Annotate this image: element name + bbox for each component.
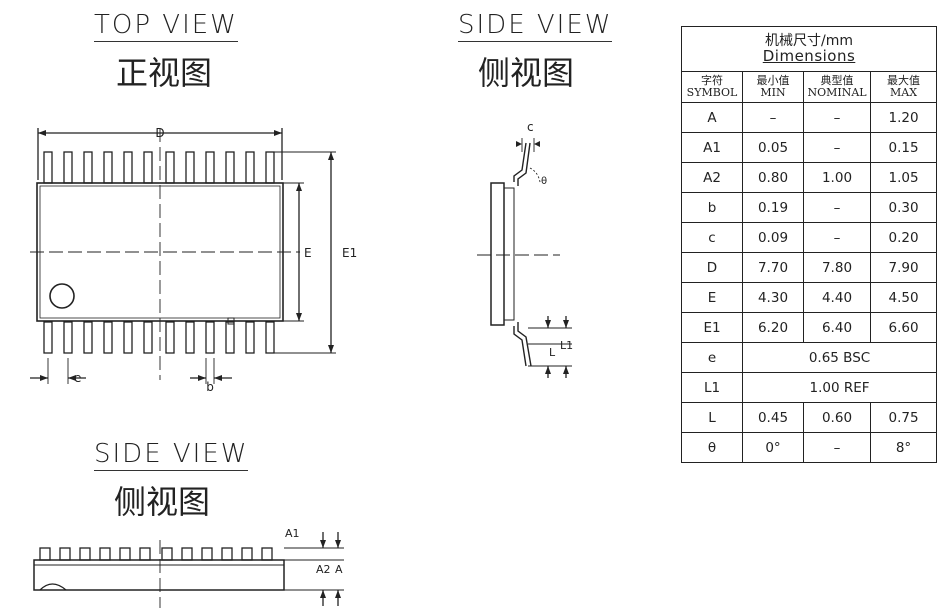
cell-symbol: E1 xyxy=(681,312,743,343)
cell-symbol: L xyxy=(681,402,743,433)
cell-symbol: b xyxy=(681,192,743,223)
cell-min: 0.45 xyxy=(742,402,804,433)
top-view-title-cn: 正视图 xyxy=(116,54,213,92)
cell-symbol: L1 xyxy=(681,372,743,403)
dim-label-A2: A2 xyxy=(316,563,331,576)
cell-symbol: A2 xyxy=(681,162,743,193)
bottom-pins xyxy=(43,317,275,354)
dim-label-A: A xyxy=(335,563,343,576)
pin1-marker xyxy=(49,283,75,309)
top-pins xyxy=(43,151,275,184)
dim-label-L1: L1 xyxy=(560,339,573,352)
cell-nominal: 6.40 xyxy=(803,312,871,343)
cell-symbol: e xyxy=(681,342,743,373)
cell-min: 0.80 xyxy=(742,162,804,193)
dim-label-E1: E1 xyxy=(342,246,357,260)
side-view-title-right-cn: 侧视图 xyxy=(478,54,575,92)
cell-min: 0.09 xyxy=(742,222,804,253)
cell-max: 6.60 xyxy=(869,312,938,343)
dim-label-b: b xyxy=(206,380,214,394)
cell-nominal: 7.80 xyxy=(803,252,871,283)
dim-label-theta: θ xyxy=(541,176,547,187)
side-view-right-drawing xyxy=(477,138,572,378)
cell-symbol: A1 xyxy=(681,132,743,163)
cell-nominal: – xyxy=(803,222,871,253)
cell-nominal: 0.60 xyxy=(803,402,871,433)
dim-label-c: c xyxy=(527,120,534,134)
table-caption-en: Dimensions xyxy=(762,47,856,65)
side-view-title-right: SIDE VIEW xyxy=(458,10,613,42)
cell-nominal: – xyxy=(803,132,871,163)
cell-nominal: 1.00 xyxy=(803,162,871,193)
cell-max: 0.20 xyxy=(869,222,938,253)
cell-min: 0.05 xyxy=(742,132,804,163)
cell-max: 0.30 xyxy=(869,192,938,223)
side-view-title-bottom-cn: 侧视图 xyxy=(114,483,211,521)
cell-min: 6.20 xyxy=(742,312,804,343)
cell-symbol: c xyxy=(681,222,743,253)
dim-label-e: e xyxy=(74,371,81,385)
cell-nominal: – xyxy=(803,432,871,463)
dim-label-A1: A1 xyxy=(285,527,300,540)
cell-min: 7.70 xyxy=(742,252,804,283)
cell-nominal: – xyxy=(803,102,871,133)
cell-nominal: 4.40 xyxy=(803,282,871,313)
top-view-title: TOP VIEW xyxy=(94,10,238,42)
cell-symbol: E xyxy=(681,282,743,313)
cell-span-value: 1.00 REF xyxy=(741,372,938,403)
cell-max: 4.50 xyxy=(869,282,938,313)
cell-min: – xyxy=(742,102,804,133)
cell-max: 8° xyxy=(869,432,938,463)
cell-symbol: D xyxy=(681,252,743,283)
side-view-bottom-drawing xyxy=(33,532,344,608)
dim-label-D: D xyxy=(155,126,164,140)
cell-symbol: θ xyxy=(681,432,743,463)
cell-nominal: – xyxy=(803,192,871,223)
table-caption: 机械尺寸/mm Dimensions xyxy=(680,26,938,72)
table-caption-cn: 机械尺寸/mm xyxy=(765,33,854,49)
cell-max: 1.05 xyxy=(869,162,938,193)
cell-span-value: 0.65 BSC xyxy=(741,342,938,373)
side-view-title-bottom: SIDE VIEW xyxy=(94,439,249,471)
cell-min: 0° xyxy=(742,432,804,463)
table-row: A––1.20 xyxy=(681,102,938,133)
cell-min: 4.30 xyxy=(742,282,804,313)
cell-max: 1.20 xyxy=(869,102,938,133)
cell-symbol: A xyxy=(681,102,743,133)
dim-label-L: L xyxy=(549,346,556,359)
cell-max: 0.75 xyxy=(869,402,938,433)
cell-max: 7.90 xyxy=(869,252,938,283)
dim-label-E: E xyxy=(304,246,312,260)
cell-min: 0.19 xyxy=(742,192,804,223)
cell-max: 0.15 xyxy=(869,132,938,163)
